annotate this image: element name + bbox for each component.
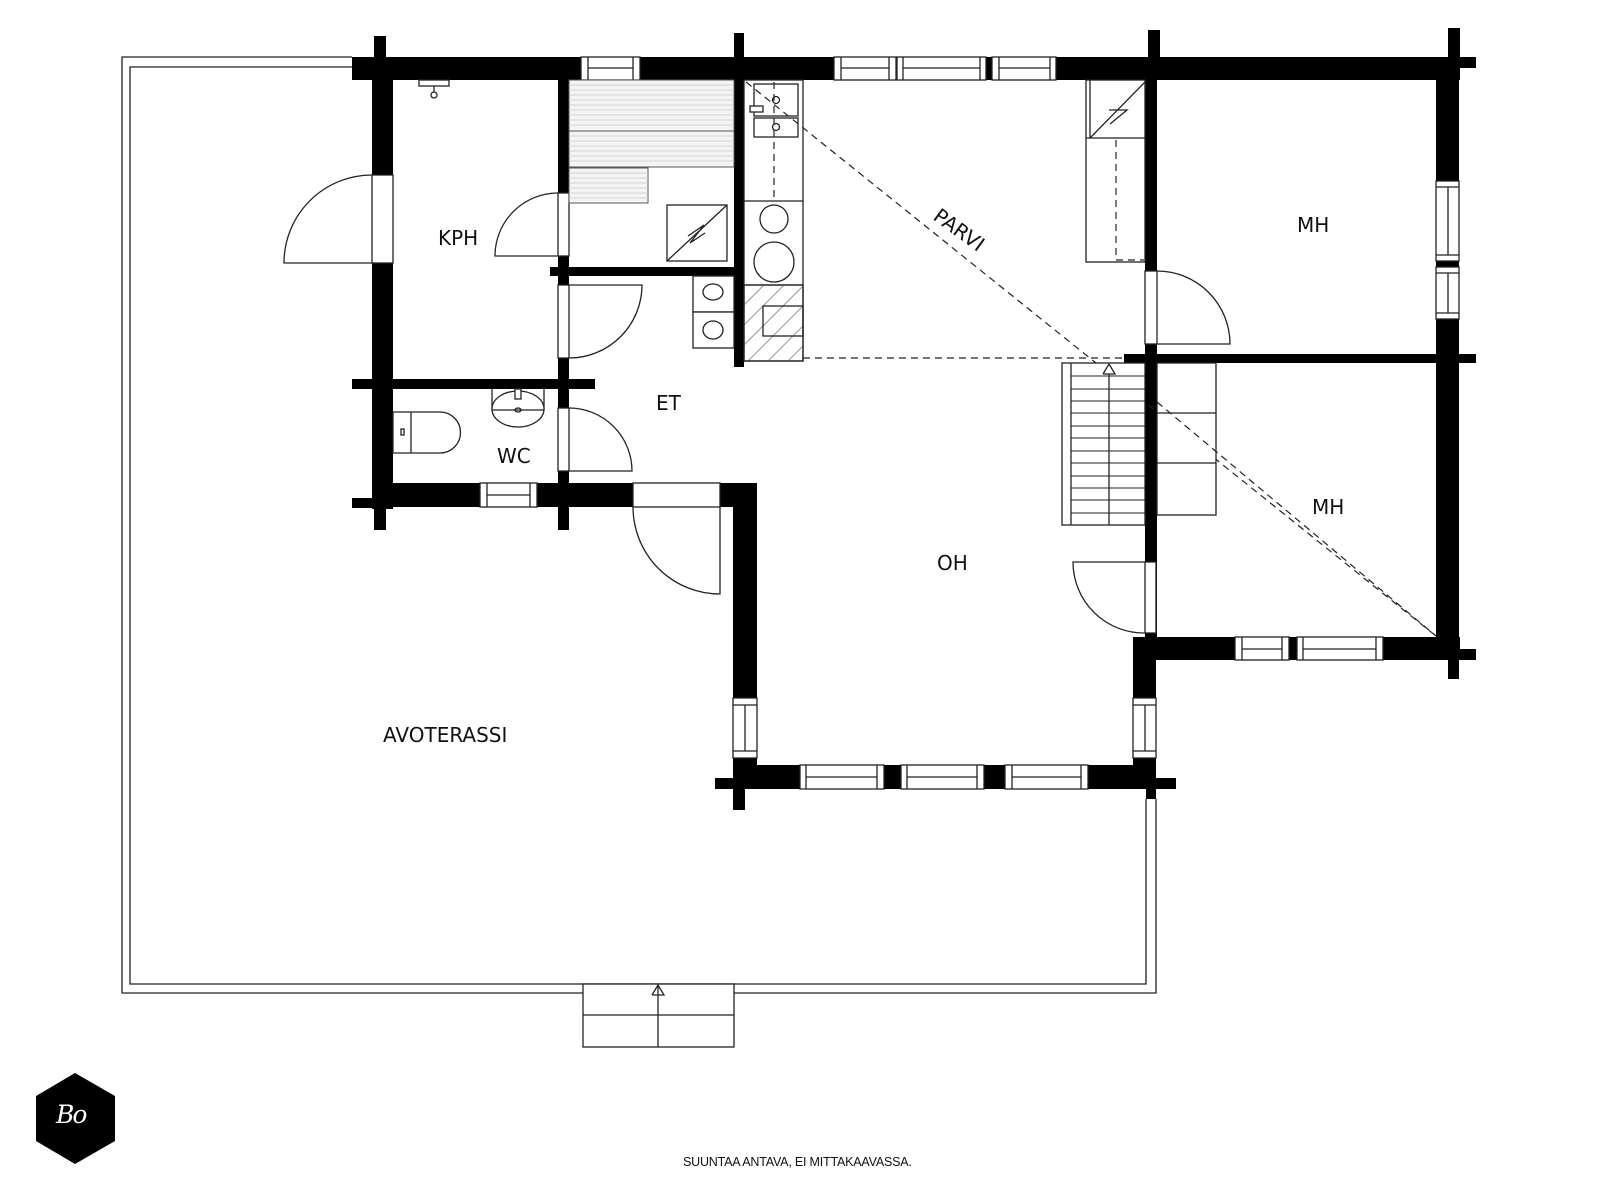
door-icon (494, 192, 570, 257)
entrance-steps-icon (582, 983, 735, 1048)
washbasin-icon (491, 388, 545, 428)
shower-icon (418, 79, 450, 99)
wardrobe-icon (1085, 79, 1146, 263)
door-icon (632, 482, 721, 595)
sauna-stove-icon (666, 204, 728, 262)
room-label-kph: KPH (438, 226, 479, 250)
window-icon (732, 697, 758, 759)
loft-outline (745, 81, 1437, 637)
wardrobe-icon (1156, 362, 1437, 637)
door-icon (283, 174, 394, 264)
room-label-mh1: MH (1297, 213, 1330, 237)
window-icon (1435, 180, 1460, 262)
stairs-icon (1061, 362, 1146, 526)
window-icon (580, 56, 641, 81)
window-icon (900, 764, 985, 790)
terrace-outline (121, 56, 1157, 994)
window-icon (1004, 764, 1089, 790)
window-icon (1296, 636, 1384, 661)
door-icon (1144, 270, 1231, 345)
room-label-et: ET (656, 391, 681, 415)
logo-text: Bo (56, 1100, 87, 1129)
room-label-wc: WC (497, 444, 531, 468)
window-icon (799, 764, 885, 790)
kitchen-sink-icon (749, 83, 799, 138)
windows (479, 56, 1460, 790)
sauna-bench-icon (568, 79, 735, 204)
window-icon (833, 56, 897, 81)
washing-machine-icon (692, 275, 735, 349)
doors (283, 174, 1231, 634)
room-label-mh2: MH (1312, 495, 1345, 519)
window-icon (479, 482, 538, 508)
room-label-oh: OH (937, 551, 968, 575)
window-icon (1132, 697, 1157, 759)
stove-icon (753, 204, 795, 283)
window-icon (1234, 636, 1290, 661)
fireplace-icon (743, 284, 804, 362)
kitchen-counter (743, 79, 804, 362)
disclaimer-text: SUUNTAA ANTAVA, EI MITTAKAAVASSA. (683, 1155, 912, 1169)
toilet-icon (392, 411, 462, 454)
room-label-avoterassi: AVOTERASSI (383, 723, 508, 747)
window-icon (1435, 266, 1460, 320)
door-icon (557, 284, 643, 359)
logo-hexagon (36, 1073, 115, 1164)
window-icon (991, 56, 1057, 81)
door-icon (557, 407, 633, 472)
door-icon (1072, 561, 1157, 634)
window-icon (896, 56, 987, 81)
